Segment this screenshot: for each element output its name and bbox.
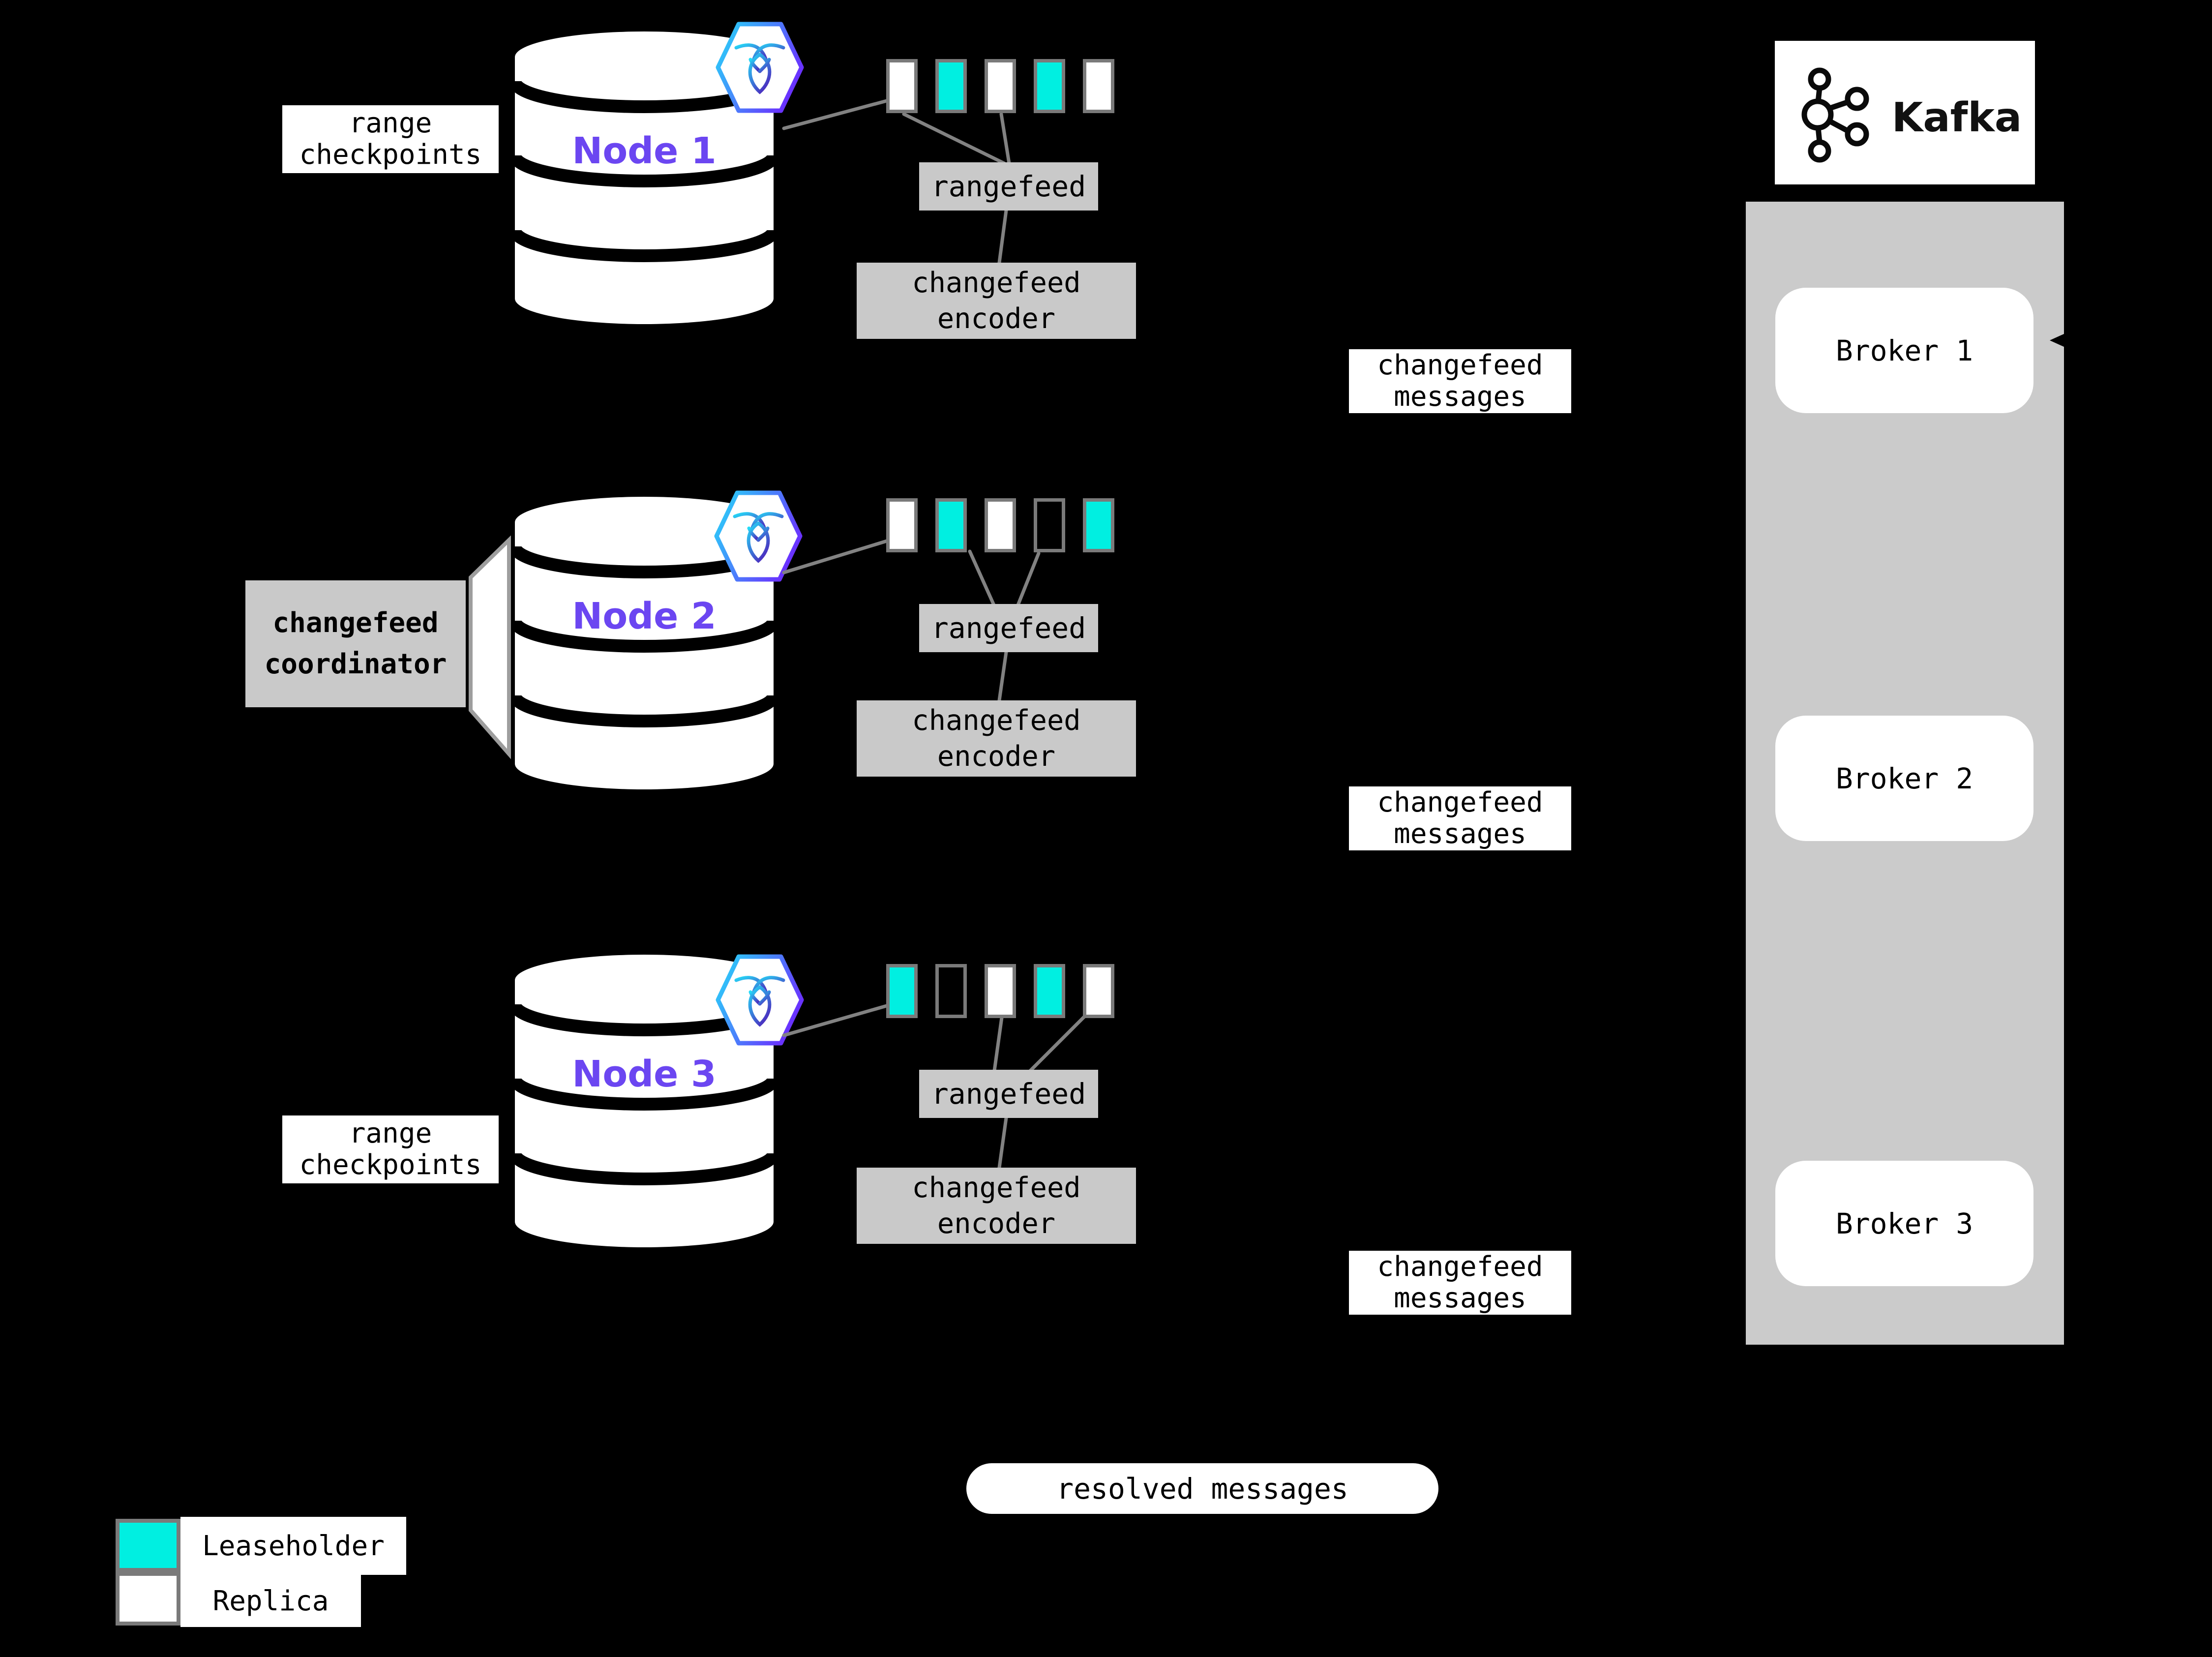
changefeed-encoder-box-node1: changefeed encoder — [857, 263, 1136, 339]
replica-box — [985, 498, 1016, 552]
kafka-logo-box: Kafka — [1775, 41, 2035, 184]
rangefeed-box-node1: rangefeed — [919, 162, 1098, 211]
replica-box — [935, 59, 967, 113]
replica-box — [985, 964, 1016, 1018]
cockroachdb-hexagon-icon — [717, 493, 800, 579]
replica-box — [886, 964, 918, 1018]
kafka-wordmark: Kafka — [1891, 94, 2022, 141]
changefeed-messages-label-2: changefeed messages — [1349, 786, 1571, 850]
replica-box — [935, 498, 967, 552]
replica-box — [1034, 964, 1065, 1018]
replica-box — [1034, 498, 1065, 552]
kafka-logo-icon — [1801, 67, 1869, 163]
broker-1-label: Broker 1 — [1835, 333, 1973, 367]
connector-lines — [782, 99, 1086, 1170]
changefeed-coordinator-label: changefeed coordinator — [245, 580, 466, 707]
node-3-label: Node 3 — [572, 1053, 716, 1095]
broker-3-label: Broker 3 — [1835, 1206, 1973, 1240]
replica-box — [935, 964, 967, 1018]
range-checkpoints-label-bottom: range checkpoints — [282, 1115, 499, 1183]
legend-replica-swatch — [116, 1572, 180, 1626]
replica-box — [886, 498, 918, 552]
changefeed-messages-label-1: changefeed messages — [1349, 349, 1571, 413]
left-arrowhead-icon — [2050, 327, 2080, 354]
legend-leaseholder-label: Leaseholder — [180, 1517, 406, 1575]
coordinator-flag-panel — [469, 535, 511, 759]
rangefeed-box-node2: rangefeed — [919, 604, 1098, 652]
broker-1: Broker 1 — [1775, 288, 2033, 413]
broker-2: Broker 2 — [1775, 716, 2033, 841]
node-3-cylinder: Node 3 — [515, 955, 802, 1247]
node-1-label: Node 1 — [572, 130, 716, 172]
broker-3: Broker 3 — [1775, 1161, 2033, 1286]
broker-2-label: Broker 2 — [1835, 761, 1973, 795]
resolved-messages-pill: resolved messages — [966, 1463, 1438, 1514]
legend-replica-label: Replica — [180, 1575, 361, 1627]
replica-box — [1083, 59, 1114, 113]
replica-box — [1034, 59, 1065, 113]
changefeed-encoder-box-node3: changefeed encoder — [857, 1168, 1136, 1244]
rangefeed-box-node3: rangefeed — [919, 1070, 1098, 1118]
legend-leaseholder-swatch — [116, 1519, 180, 1572]
replica-box — [985, 59, 1016, 113]
replica-box — [1083, 964, 1114, 1018]
changefeed-messages-label-3: changefeed messages — [1349, 1251, 1571, 1315]
replica-box — [1083, 498, 1114, 552]
changefeed-encoder-box-node2: changefeed encoder — [857, 700, 1136, 777]
node-2-label: Node 2 — [572, 595, 716, 637]
node-2-cylinder: Node 2 — [515, 493, 800, 789]
replica-box — [886, 59, 918, 113]
cockroachdb-hexagon-icon — [718, 24, 802, 111]
range-checkpoints-label-top: range checkpoints — [282, 105, 499, 173]
cockroachdb-hexagon-icon — [718, 957, 802, 1043]
node-1-cylinder: Node 1 — [515, 24, 802, 324]
